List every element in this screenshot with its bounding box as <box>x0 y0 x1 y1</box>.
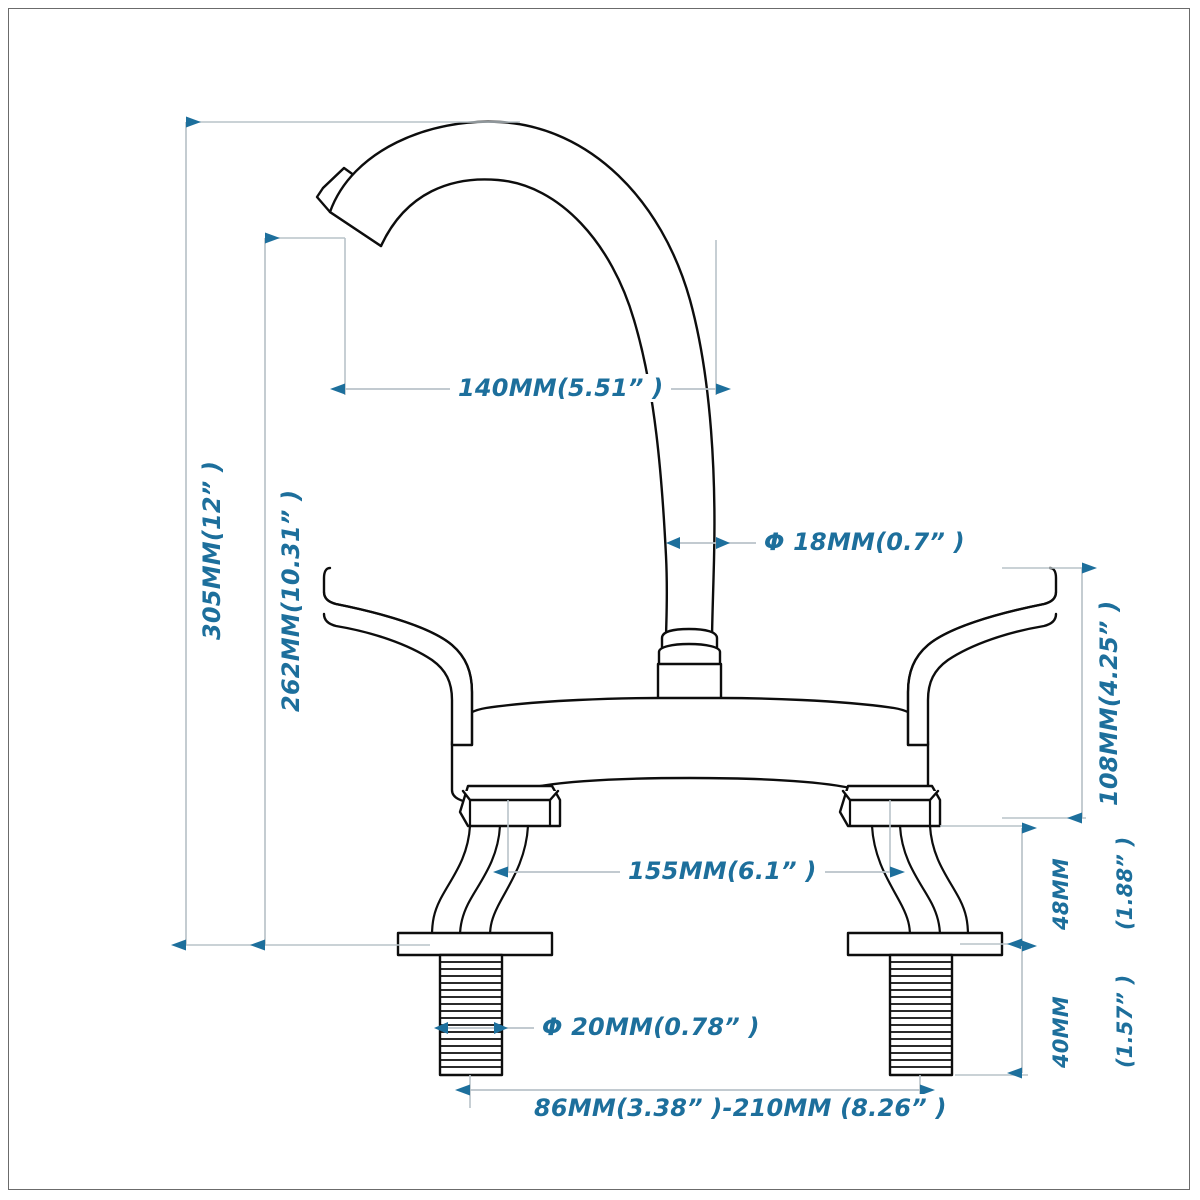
left-hex-nut <box>458 784 562 828</box>
left-deck-flange <box>396 931 554 957</box>
right-handle <box>906 566 1058 747</box>
left-handle <box>322 566 474 747</box>
label-mount-spread: 86MM(3.38” )-210MM (8.26” ) <box>528 1094 953 1122</box>
arrow-shank-dia-right <box>494 1022 508 1034</box>
arrow-tube-dia-left <box>666 537 680 549</box>
left-tailpiece <box>430 824 530 938</box>
right-tailpiece <box>870 824 970 938</box>
label-spout-height: 262MM(10.31” ) <box>277 489 305 712</box>
label-deck-height-line2: (1.88” ) <box>1113 836 1138 930</box>
label-deck-height-line1: 48MM <box>1048 858 1073 930</box>
label-handle-spread: 155MM(6.1” ) <box>620 857 825 885</box>
arrow-tube-dia-right <box>716 537 730 549</box>
label-shank-length-line1: 40MM <box>1048 996 1073 1068</box>
faucet-outline <box>315 120 1058 1077</box>
spout-collar <box>656 627 723 710</box>
label-shank-length: 40MM (1.57” ) <box>1008 975 1179 1068</box>
label-shank-diameter: Φ 20MM(0.78” ) <box>538 1013 764 1041</box>
label-tube-diameter: Φ 18MM(0.7” ) <box>760 528 969 556</box>
right-threaded-shank <box>888 953 954 1077</box>
label-spout-reach: 140MM(5.51” ) <box>450 374 672 402</box>
left-threaded-shank <box>438 953 504 1077</box>
arrow-shank-dia-left <box>434 1022 448 1034</box>
label-shank-length-line2: (1.57” ) <box>1113 974 1138 1068</box>
label-handle-height: 108MM(4.25” ) <box>1095 600 1123 806</box>
label-deck-height: 48MM (1.88” ) <box>1008 837 1179 930</box>
label-overall-height: 305MM(12” ) <box>198 460 226 640</box>
